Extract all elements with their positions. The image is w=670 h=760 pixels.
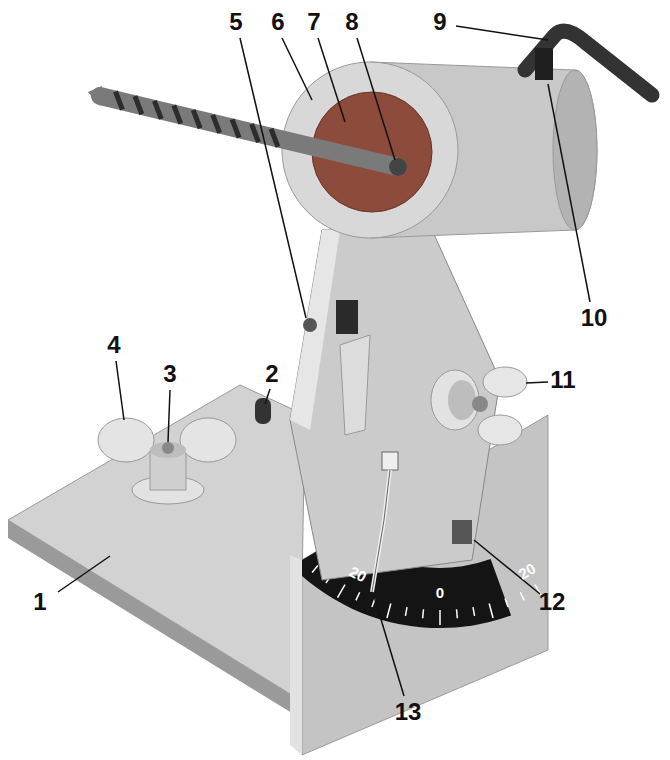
drill	[88, 86, 407, 176]
angle-scale	[232, 225, 627, 629]
callout-number: 5	[229, 10, 242, 34]
leader-line	[548, 84, 590, 302]
wing-nut	[98, 418, 236, 504]
leader-lines	[58, 26, 590, 696]
scale-tick	[338, 585, 346, 598]
leader-line	[474, 540, 540, 594]
drill-flute	[135, 96, 142, 114]
scale-tick	[596, 529, 603, 534]
leader-line	[265, 389, 270, 404]
scale-tick	[312, 566, 318, 573]
slot	[255, 398, 271, 424]
scale-tick	[295, 554, 306, 565]
drill-flute	[213, 115, 220, 133]
callout-number: 12	[539, 590, 566, 614]
scale-tick	[456, 609, 458, 618]
leader-line	[318, 38, 345, 122]
drill-flute	[252, 124, 259, 142]
scale-tick	[422, 609, 424, 618]
clamp	[535, 48, 553, 80]
scale-tick	[277, 529, 284, 534]
scale-tick	[586, 542, 593, 548]
leader-line	[374, 596, 404, 696]
leader-line	[456, 26, 548, 40]
scale-tick	[387, 604, 391, 618]
leader-line	[357, 38, 395, 160]
knob	[303, 318, 317, 332]
drill-flute	[174, 105, 181, 123]
leader-line	[240, 38, 306, 318]
drill-flute	[232, 119, 239, 137]
scale-tick	[505, 599, 508, 607]
swing-arm	[290, 230, 500, 580]
base-plate	[8, 385, 305, 718]
scale-band	[232, 225, 511, 629]
callout-number: 13	[395, 700, 422, 724]
pivot-bolt	[431, 367, 527, 445]
scale-tick	[253, 485, 261, 488]
callout-number: 9	[433, 10, 446, 34]
callout-number: 2	[265, 362, 278, 386]
drill-flute	[271, 129, 278, 147]
pointer	[372, 452, 472, 592]
scale-tick	[562, 566, 568, 573]
scale-tick	[489, 604, 493, 618]
rod	[525, 31, 652, 95]
scale-tick	[356, 592, 360, 600]
callout-number: 7	[307, 10, 320, 34]
drill-flute	[154, 101, 161, 119]
scale-tick	[260, 500, 268, 504]
leader-line	[168, 390, 170, 442]
callout-number: 6	[271, 10, 284, 34]
callout-number: 3	[163, 362, 176, 386]
scale-number: 0	[436, 585, 444, 600]
scale-tick	[619, 485, 627, 488]
drill-flute	[115, 91, 122, 109]
scale-tick	[549, 576, 554, 583]
leader-line	[116, 361, 124, 420]
callout-number: 8	[345, 10, 358, 34]
leader-line	[282, 38, 312, 100]
callout-number: 10	[581, 306, 608, 330]
callout-number: 11	[550, 368, 575, 392]
stop	[452, 520, 472, 544]
scale-tick	[520, 592, 524, 600]
scale-tick	[405, 607, 407, 616]
scale-tick	[612, 500, 620, 504]
drill-flute	[193, 110, 200, 128]
scale-tick	[574, 554, 585, 565]
leader-line	[526, 382, 548, 383]
scale-tick	[473, 607, 475, 616]
scale-tick	[288, 542, 295, 548]
scale-tick	[262, 515, 275, 523]
leader-line	[58, 556, 110, 592]
scale-tick	[439, 610, 441, 625]
callout-number: 1	[33, 590, 46, 614]
callout-number: 4	[107, 333, 120, 357]
scale-tick	[605, 515, 618, 523]
